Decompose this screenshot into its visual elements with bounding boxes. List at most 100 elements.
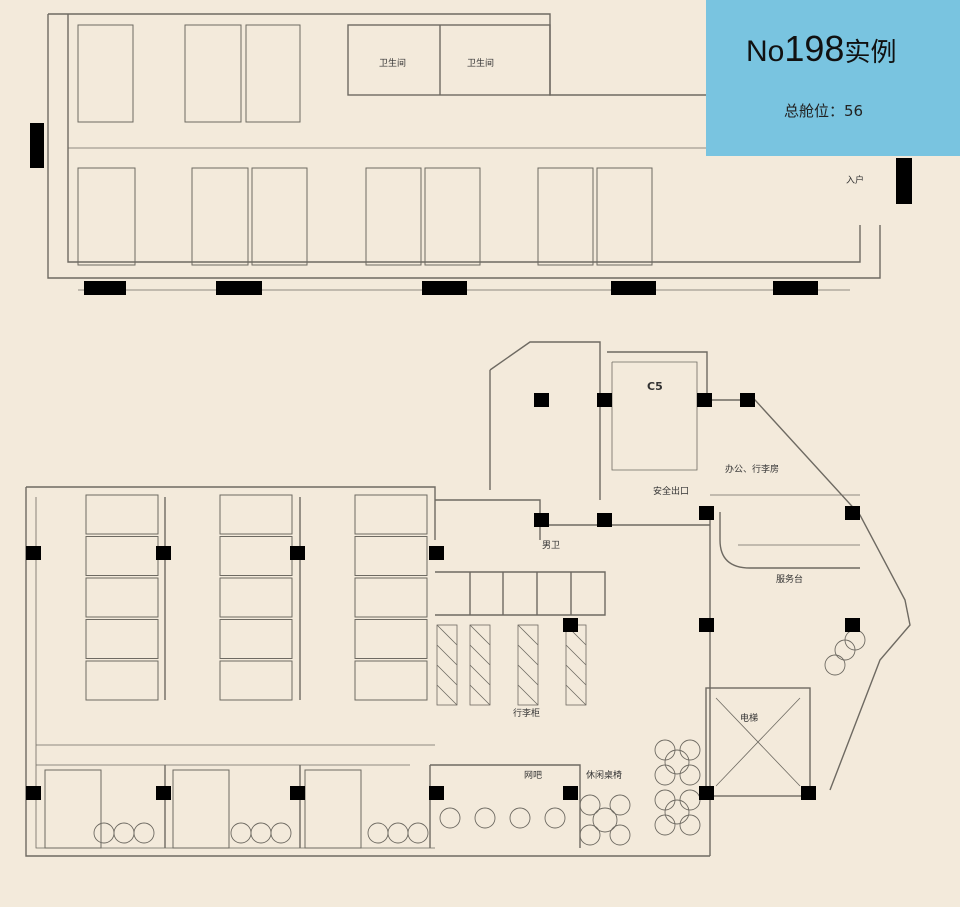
chair-icon: [654, 764, 676, 786]
locker-hatch: [469, 664, 491, 686]
column: [26, 786, 41, 800]
elevator-shaft: [705, 687, 811, 797]
capsule-pod: [184, 24, 242, 123]
luggage-lockers: [436, 624, 587, 706]
capsule-pod: [245, 24, 301, 123]
column: [597, 513, 612, 527]
table-icon: [664, 799, 690, 825]
locker-hatch: [436, 624, 458, 646]
capsule-pod: [537, 167, 594, 266]
capsule-pod: [77, 167, 136, 266]
capsule-pod: [354, 494, 428, 535]
chair-icon: [474, 807, 496, 829]
luggage-locker: [517, 624, 539, 706]
chair-icon: [544, 807, 566, 829]
label-entrance: 入户: [846, 176, 865, 186]
column: [699, 786, 714, 800]
capsule-pod: [85, 494, 159, 535]
locker-hatch: [436, 644, 458, 666]
column: [773, 281, 818, 295]
chair-icon: [407, 822, 429, 844]
plan-title: No198实例: [746, 28, 896, 70]
luggage-locker: [436, 624, 458, 706]
capacity-value: 56: [844, 102, 864, 120]
capacity-text: 总舱位：56: [784, 100, 863, 121]
capsule-pod: [354, 660, 428, 701]
column: [740, 393, 755, 407]
chair-icon: [270, 822, 292, 844]
label-exit: 安全出口: [653, 487, 690, 497]
title-number: 198: [784, 28, 845, 69]
chair-icon: [679, 789, 701, 811]
locker-hatch: [517, 624, 539, 646]
capsule-pod: [424, 167, 481, 266]
locker-hatch: [517, 644, 539, 666]
capsule-pod: [191, 167, 249, 266]
label-internet-bar: 网吧: [524, 771, 543, 781]
capsule-pod: [77, 24, 134, 123]
column: [534, 513, 549, 527]
locker-hatch: [469, 644, 491, 666]
locker-hatch: [517, 684, 539, 706]
label-lounge: 休闲桌椅: [586, 771, 623, 781]
label-stair-c5: C5: [647, 380, 663, 393]
capsule-pod: [365, 167, 422, 266]
chair-icon: [133, 822, 155, 844]
table-icon: [664, 749, 690, 775]
column: [597, 393, 612, 407]
label-luggage: 行李柜: [513, 709, 541, 719]
capsule-pod: [354, 536, 428, 576]
upper-outer-wall-2: [47, 14, 881, 279]
locker-hatch: [469, 624, 491, 646]
locker-hatch: [436, 684, 458, 706]
luggage-locker: [469, 624, 491, 706]
column: [563, 618, 578, 632]
capsule-pods: [44, 24, 653, 849]
restroom-block: [347, 24, 551, 96]
column: [611, 281, 656, 295]
chair-icon: [679, 739, 701, 761]
label-service-desk: 服务台: [776, 575, 804, 585]
column: [429, 786, 444, 800]
label-restroom-1: 卫生间: [379, 59, 407, 69]
column: [697, 393, 712, 407]
chair-icon: [654, 814, 676, 836]
capacity-label: 总舱位：: [784, 102, 845, 120]
chair-icon: [367, 822, 389, 844]
column: [801, 786, 816, 800]
chair-icon: [579, 794, 601, 816]
column: [290, 546, 305, 560]
column: [422, 281, 467, 295]
capsule-pod: [354, 577, 428, 618]
locker-hatch: [565, 664, 587, 686]
staircase: [611, 361, 698, 471]
locker-hatch: [517, 664, 539, 686]
chair-icon: [250, 822, 272, 844]
chair-icon: [509, 807, 531, 829]
capsule-pod: [354, 619, 428, 659]
info-box: No198实例 总舱位：56: [706, 0, 960, 156]
capsule-pod: [219, 536, 293, 576]
chair-icon: [824, 654, 846, 676]
column: [563, 786, 578, 800]
chair-icon: [230, 822, 252, 844]
column: [699, 506, 714, 520]
capsule-pod: [596, 167, 653, 266]
chair-icon: [93, 822, 115, 844]
lower-top-wall: [26, 486, 436, 540]
capsule-pod: [251, 167, 308, 266]
table-icon: [592, 807, 618, 833]
column: [216, 281, 262, 295]
service-counter: [719, 512, 860, 569]
capsule-pod: [172, 769, 230, 849]
column: [845, 618, 860, 632]
title-prefix: No: [746, 35, 785, 68]
column: [26, 546, 41, 560]
luggage-locker: [565, 624, 587, 706]
column: [30, 123, 44, 168]
structural-columns: [26, 123, 912, 800]
internet-bar-room: [430, 764, 581, 848]
capsule-pod: [304, 769, 362, 849]
label-mens-room: 男卫: [542, 541, 561, 551]
